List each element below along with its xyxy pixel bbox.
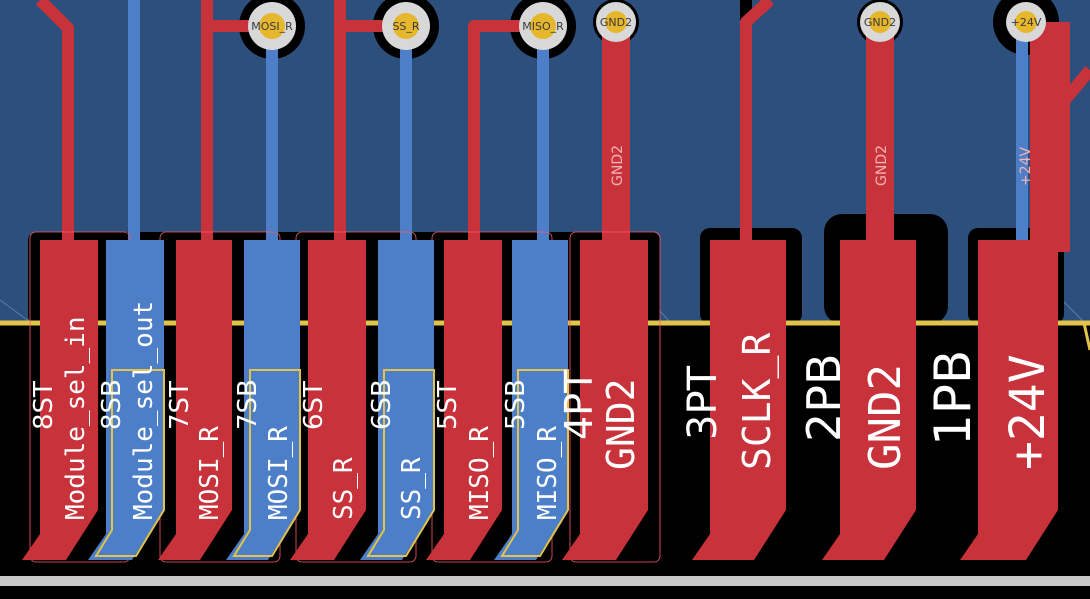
- gnd-trace-wide: [602, 22, 630, 252]
- via-net-label: MISO_R: [522, 20, 564, 33]
- via-hole: [393, 13, 419, 39]
- trace-label-gnd: GND2: [874, 145, 890, 186]
- pad-miso-r[interactable]: [494, 240, 568, 560]
- pad-ss-r[interactable]: [290, 240, 366, 560]
- pad-outline-highlight: [366, 369, 435, 557]
- pad-gnd2[interactable]: [822, 240, 916, 560]
- pin-label: 6ST: [299, 381, 329, 430]
- pad-module-sel-out[interactable]: [88, 240, 164, 560]
- supply-trace: [1030, 22, 1070, 252]
- via-hole: [1015, 11, 1037, 33]
- pin-label: 3PT: [680, 365, 726, 440]
- via-net-label: MOSI_R: [251, 20, 293, 33]
- pad-net-label: MISO_R: [465, 426, 495, 520]
- via[interactable]: SS_R: [382, 2, 430, 50]
- pin-label: 4PT: [557, 369, 601, 440]
- pad-net-label: MISO_R: [533, 426, 563, 520]
- via-net-label: +24V: [1011, 16, 1042, 29]
- pad-net-label: MOSI_R: [264, 426, 294, 520]
- pad-outline-highlight: [500, 369, 569, 557]
- pad--24v[interactable]: [960, 240, 1058, 560]
- pad-net-label: SS_R: [329, 457, 359, 520]
- via[interactable]: MISO_R: [519, 2, 567, 50]
- trace-label-gnd: GND2: [610, 145, 626, 186]
- pad-outline-highlight: [94, 369, 165, 557]
- pad-outline-highlight: [232, 369, 301, 557]
- pad-sclk-r[interactable]: [692, 240, 786, 560]
- courtyard-line: [0, 576, 1090, 586]
- trace-label-supply: +24V: [1018, 146, 1034, 186]
- via-hole: [259, 13, 285, 39]
- via-hole: [869, 11, 891, 33]
- pad-gnd2[interactable]: [562, 240, 648, 560]
- pad-net-label: MOSI_R: [195, 426, 225, 520]
- via[interactable]: GND2: [860, 2, 900, 42]
- pin-label: 2PB: [797, 353, 851, 442]
- pad-ss-r[interactable]: [360, 240, 434, 560]
- pad-net-label: +24V: [1000, 354, 1056, 470]
- pad-net-label: SCLK_R: [735, 333, 780, 470]
- pin-label: 7SB: [233, 379, 263, 430]
- board-edge-right: [1082, 322, 1090, 351]
- supply-trace-core: [1016, 22, 1028, 252]
- via-net-label: SS_R: [392, 20, 419, 33]
- gnd2-trace-wide: [866, 22, 894, 252]
- pad-mosi-r[interactable]: [158, 240, 232, 560]
- via[interactable]: GND2: [596, 2, 636, 42]
- pad-net-label: SS_R: [397, 457, 427, 520]
- pin-label: 7ST: [165, 381, 195, 430]
- via[interactable]: +24V: [1006, 2, 1046, 42]
- pin-label: 5SB: [501, 379, 531, 430]
- pin-label: 1PB: [924, 350, 982, 446]
- pin-label: 5ST: [433, 381, 463, 430]
- pad-net-label: Module_sel_in: [61, 317, 91, 521]
- pad-module-sel-in[interactable]: [22, 240, 98, 560]
- pad-net-label: Module_sel_out: [129, 301, 159, 520]
- via[interactable]: MOSI_R: [248, 2, 296, 50]
- pad-mosi-r[interactable]: [226, 240, 300, 560]
- pin-label: 8SB: [97, 379, 127, 430]
- pad-net-label: GND2: [599, 378, 643, 470]
- via-net-label: GND2: [864, 16, 896, 29]
- via-net-label: GND2: [600, 16, 632, 29]
- pin-label: 6SB: [367, 379, 397, 430]
- pin-label: 8ST: [29, 381, 59, 430]
- via-hole: [530, 13, 556, 39]
- pad-net-label: GND2: [860, 364, 911, 470]
- via-hole: [605, 11, 627, 33]
- pad-miso-r[interactable]: [426, 240, 502, 560]
